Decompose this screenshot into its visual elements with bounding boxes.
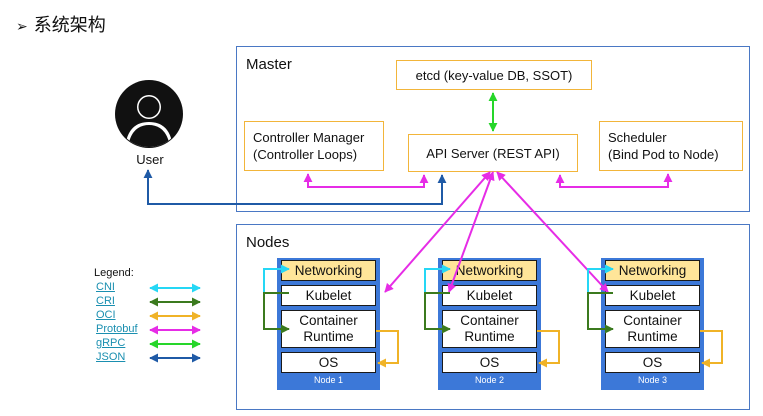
api-server-box: API Server (REST API) [408,134,578,172]
node-2: Networking Kubelet Container Runtime OS … [438,258,541,390]
networking-box: Networking [442,260,537,281]
container-runtime-label: Container [460,313,519,328]
legend-title: Legend: [94,267,134,279]
container-runtime-sublabel: Runtime [303,329,354,344]
legend-item-cni[interactable]: CNI [96,281,115,293]
legend-item-grpc[interactable]: gRPC [96,337,126,349]
bullet-arrow-icon: ➢ [16,18,28,34]
kubelet-box: Kubelet [281,285,376,306]
node-1: Networking Kubelet Container Runtime OS … [277,258,380,390]
legend-item-oci[interactable]: OCI [96,309,116,321]
legend-item-cri[interactable]: CRI [96,295,115,307]
os-box: OS [605,352,700,373]
networking-box: Networking [605,260,700,281]
node-name: Node 1 [313,375,344,385]
legend-item-json[interactable]: JSON [96,351,126,363]
etcd-box: etcd (key-value DB, SSOT) [396,60,592,90]
container-runtime-sublabel: Runtime [627,329,678,344]
os-box: OS [442,352,537,373]
container-runtime-box: Container Runtime [281,310,376,348]
user-label: User [136,152,164,167]
kubelet-box: Kubelet [605,285,700,306]
user-avatar-icon [115,80,183,148]
controller-manager-box: Controller Manager (Controller Loops) [244,121,384,171]
networking-box: Networking [281,260,376,281]
scheduler-sublabel: (Bind Pod to Node) [608,147,719,162]
controller-manager-label: Controller Manager [253,130,365,145]
etcd-label: etcd (key-value DB, SSOT) [415,67,573,83]
container-runtime-box: Container Runtime [442,310,537,348]
kubelet-box: Kubelet [442,285,537,306]
node-3: Networking Kubelet Container Runtime OS … [601,258,704,390]
container-runtime-sublabel: Runtime [464,329,515,344]
master-label: Master [246,56,292,73]
node-name: Node 3 [637,375,668,385]
page-title-text: 系统架构 [33,15,106,35]
container-runtime-label: Container [299,313,358,328]
scheduler-label: Scheduler [608,130,667,145]
os-box: OS [281,352,376,373]
container-runtime-box: Container Runtime [605,310,700,348]
controller-manager-sublabel: (Controller Loops) [253,147,358,162]
page-title: ➢ 系统架构 [16,11,106,37]
legend-item-protobuf[interactable]: Protobuf [96,323,138,335]
nodes-label: Nodes [246,234,290,251]
node-name: Node 2 [474,375,505,385]
scheduler-box: Scheduler (Bind Pod to Node) [599,121,743,171]
api-server-label: API Server (REST API) [426,145,560,161]
container-runtime-label: Container [623,313,682,328]
